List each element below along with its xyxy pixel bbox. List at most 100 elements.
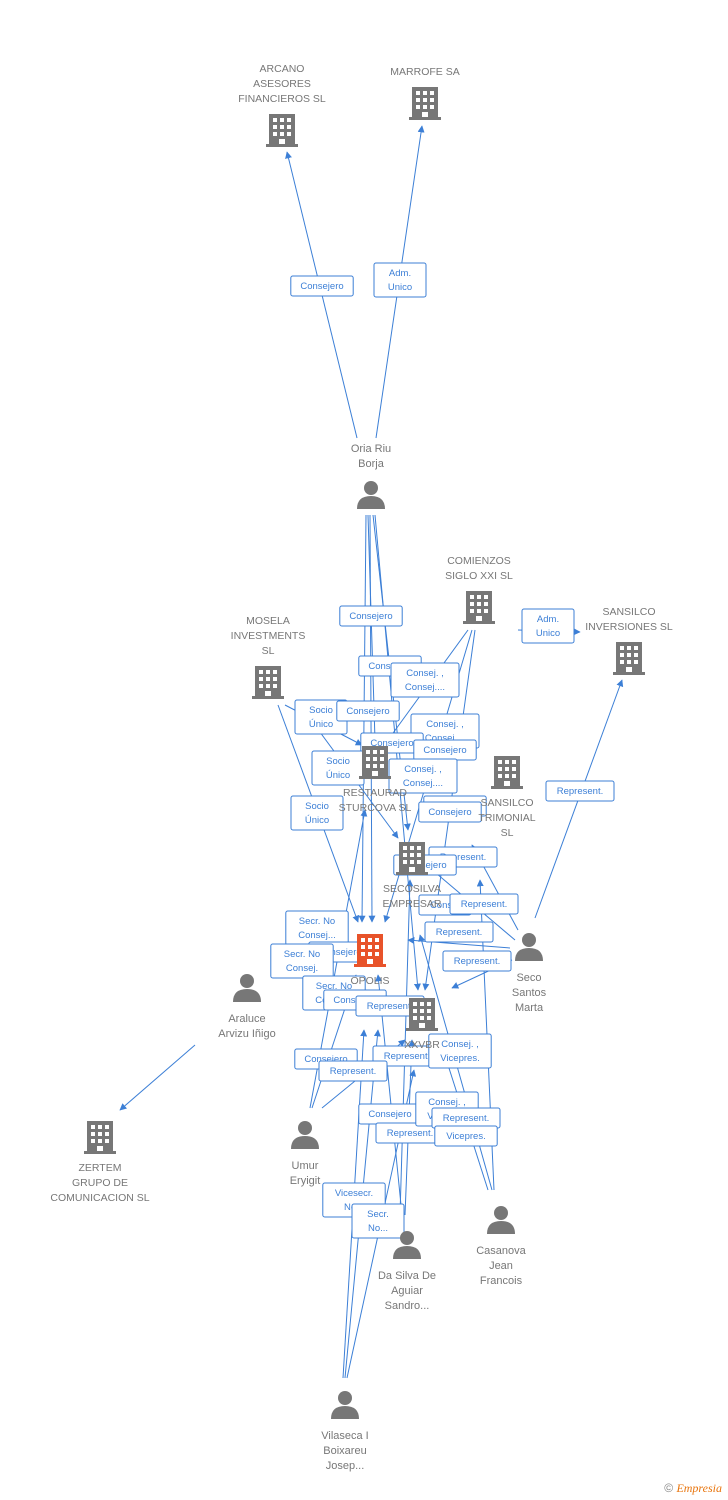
node-label: FINANCIEROS SL [238,93,326,105]
node-label: INVESTMENTS [231,630,306,642]
node-label: Seco [516,972,541,984]
node-label: Arvizu Iñigo [218,1028,275,1040]
building-icon [491,756,523,789]
edge-label-text: Represent. [443,1113,489,1124]
node-label: COMUNICACION SL [50,1192,149,1204]
edge-label-text: Adm. [389,268,411,279]
node-dasilva[interactable]: Da Silva DeAguiarSandro... [378,1231,436,1312]
edge-label-box [521,608,575,644]
node-label: ARCANO [260,63,305,75]
node-label: COMIENZOS [447,555,511,567]
node-comienzos[interactable]: COMIENZOS SIGLO XXI SL [445,555,513,624]
node-label: Marta [515,1002,544,1014]
edge-label-text: Socio [305,801,329,812]
edge-label-text: Socio [309,705,333,716]
edge-label-text: Consej. , [406,668,444,679]
edge-label[interactable]: Represent. [449,893,519,915]
edge-label[interactable]: Represent. [545,780,615,802]
node-label: XXVBR [404,1039,440,1051]
edge-label[interactable]: Consejero [413,739,477,761]
edge-label[interactable]: Consejero [339,605,403,627]
edge-label-box [390,662,460,698]
edge-label[interactable]: Consejero [358,1103,422,1125]
edge-label-text: Secr. No [316,981,352,992]
node-marrofe[interactable]: MARROFE SA [390,66,460,120]
person-icon [515,933,543,961]
edge-label[interactable]: Represent. [442,950,512,972]
edge-label-text: Vicepres. [446,1131,485,1142]
edge-label-text: Consejero [349,611,392,622]
edge-label-text: Consej.... [405,682,445,693]
footer-brand[interactable]: © Empresia [664,1481,722,1496]
edge-label-text: Represent. [440,852,486,863]
edge-label[interactable]: Represent. [431,1107,501,1129]
edge-label[interactable]: Consejero [418,801,482,823]
brand-logo-text: Empresia [676,1481,722,1495]
node-mosela[interactable]: MOSELA INVESTMENTS SL [231,615,306,699]
edge-label-box [351,1203,405,1239]
edge-label-text: No... [368,1223,388,1234]
node-xxvbr[interactable]: XXVBR [404,998,440,1051]
node-label: Casanova [476,1245,526,1257]
node-label: Umur [292,1160,319,1172]
node-label: Borja [358,458,385,470]
edge-label-text: Consej. , [404,764,442,775]
edge-label[interactable]: Consej. , Consej.... [388,758,458,794]
edge-label[interactable]: Consej. , Consej.... [390,662,460,698]
edge-label[interactable]: Secr. NoConsej... [285,910,349,946]
building-icon [463,591,495,624]
edge-label[interactable]: Adm.Unico [521,608,575,644]
node-label: Vilaseca I [321,1430,369,1442]
edge-label[interactable]: Adm.Unico [373,262,427,298]
edge-label-text: Consej.... [403,778,443,789]
edge-label-text: Represent. [367,1001,413,1012]
node-opolis[interactable]: OPOLIS [350,934,390,987]
edge-label[interactable]: Consejero [290,275,354,297]
edge-label-box [424,921,494,943]
edge-label-text: Represent. [436,927,482,938]
edge-label-text: Socio [326,756,350,767]
edge-label-box [545,780,615,802]
node-label: STURCOVA SL [339,802,412,814]
edge-label[interactable]: Consej. ,Vicepres. [428,1033,492,1069]
building-icon [613,642,645,675]
node-vilaseca[interactable]: Vilaseca IBoixareuJosep... [321,1391,369,1472]
node-label: Boixareu [323,1445,366,1457]
edge-label[interactable]: Represent. [424,921,494,943]
edge-label-text: Consejero [368,661,411,672]
edge-label[interactable]: Secr.No... [351,1203,405,1239]
node-arcano[interactable]: ARCANO ASESORES FINANCIEROS SL [238,63,326,147]
edge-label-text: Consej... [298,930,336,941]
node-label: TRIMONIAL [478,812,535,824]
edge-label[interactable]: Consejero [336,700,400,722]
node-label: Eryigit [290,1175,321,1187]
edge-label-text: Consejero [370,738,413,749]
edge-label[interactable]: Vicepres. [434,1125,498,1147]
node-label: MOSELA [246,615,290,627]
edge-label-text: Represent. [557,786,603,797]
node-label: GRUPO DE [72,1177,128,1189]
edge-label-box [418,801,482,823]
person-icon [487,1206,515,1234]
node-label: SIGLO XXI SL [445,570,513,582]
edge-label-text: Vicepres. [440,1053,479,1064]
node-label: EMPRESAR [383,898,442,910]
edge-label[interactable]: Represent. [318,1060,388,1082]
node-label: ASESORES [253,78,311,90]
node-label: SANSILCO [602,606,655,618]
edge-label-text: Represent. [330,1066,376,1077]
node-label: SL [262,645,275,657]
